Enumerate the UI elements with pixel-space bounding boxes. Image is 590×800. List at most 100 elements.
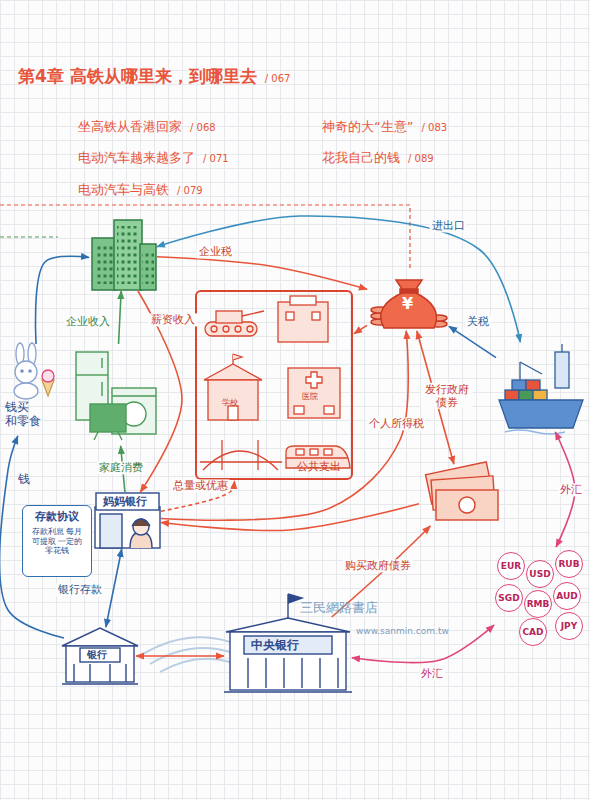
central-bank-building bbox=[247, 658, 248, 688]
node-text: 银行 bbox=[87, 649, 107, 661]
public-facilities bbox=[233, 354, 242, 360]
public-facilities bbox=[324, 406, 334, 414]
bunny-figure bbox=[14, 343, 54, 399]
toc-item: 神奇的大“生意” bbox=[322, 119, 413, 135]
building-label: 学校 bbox=[222, 398, 238, 408]
cargo-ship bbox=[526, 380, 540, 390]
money-bag bbox=[381, 280, 437, 328]
box-heading: 存款协议 bbox=[29, 510, 85, 523]
toc-item: 花我自己的钱 bbox=[322, 150, 400, 166]
currency-bubble: EUR bbox=[497, 552, 525, 580]
mom-bank-building bbox=[133, 519, 149, 535]
flow-arrow bbox=[119, 291, 122, 344]
watermark-arcs bbox=[140, 637, 230, 656]
central-bank-building bbox=[319, 658, 320, 688]
bunny-figure bbox=[14, 383, 38, 399]
node-text: 公共支出 bbox=[297, 460, 341, 473]
public-facilities bbox=[294, 406, 304, 414]
page-number: / 089 bbox=[408, 153, 434, 165]
home-appliances bbox=[76, 374, 108, 375]
central-bank-building bbox=[244, 636, 332, 654]
currency-bubble: RUB bbox=[555, 550, 583, 578]
toc-item: 电动汽车越来越多了 bbox=[78, 150, 195, 166]
enterprise-buildings bbox=[95, 244, 113, 284]
flow-label: 购买政府债券 bbox=[343, 559, 413, 572]
public-facilities bbox=[203, 451, 278, 470]
cargo-ship bbox=[519, 390, 533, 400]
cargo-ship bbox=[555, 352, 569, 388]
bank-building bbox=[89, 664, 90, 682]
public-facilities bbox=[286, 457, 348, 458]
mom-bank-building bbox=[100, 514, 122, 548]
bank-node: 银行 bbox=[65, 628, 135, 684]
flow-arrow bbox=[449, 326, 496, 357]
cargo-ship bbox=[505, 390, 519, 400]
public-facilities bbox=[257, 440, 258, 470]
ship-node bbox=[497, 343, 583, 431]
public-facilities bbox=[235, 326, 241, 332]
node-text: 中央银行 bbox=[251, 638, 299, 652]
page-number: / 071 bbox=[203, 153, 229, 165]
banknote-node bbox=[420, 465, 505, 525]
central-bank-building bbox=[337, 658, 338, 688]
public-facilities bbox=[324, 449, 332, 455]
central-bank-building bbox=[283, 658, 284, 688]
public-facilities bbox=[200, 461, 282, 462]
public-facilities bbox=[306, 372, 322, 388]
bank-building bbox=[62, 683, 138, 684]
flow-arrow bbox=[352, 625, 494, 662]
public-facilities bbox=[247, 326, 253, 332]
government-node: ¥ bbox=[368, 268, 448, 330]
deposit-agreement-box: 存款协议存款利息 每月可提取 一定的零花钱 bbox=[22, 505, 92, 577]
cargo-ship bbox=[499, 400, 583, 428]
central-bank-building bbox=[265, 658, 266, 688]
node-text: ¥ bbox=[402, 294, 413, 313]
central-bank-building bbox=[288, 594, 302, 603]
mom-bank-building bbox=[95, 493, 160, 548]
cargo-ship bbox=[561, 344, 562, 352]
node-text: 钱买 和零食 bbox=[5, 400, 45, 429]
enterprise-node bbox=[90, 218, 156, 290]
cargo-ship bbox=[512, 380, 526, 390]
flow-arrow bbox=[157, 216, 520, 342]
central-bank-node: 中央银行 bbox=[225, 618, 351, 694]
bunny-figure bbox=[15, 361, 37, 383]
public-facilities bbox=[310, 449, 318, 455]
flow-label: 薪资收入 bbox=[149, 313, 197, 326]
cargo-ship bbox=[520, 362, 542, 374]
page-number: / 079 bbox=[177, 185, 203, 197]
public-spending-box: 公共支出 bbox=[195, 290, 353, 480]
public-facilities bbox=[228, 406, 238, 420]
central-bank-building bbox=[301, 658, 302, 688]
flow-arrow bbox=[161, 504, 419, 531]
toc-item: 电动汽车与高铁 bbox=[78, 182, 169, 198]
currency-bubble: USD bbox=[526, 560, 554, 588]
currency-bubble: JPY bbox=[555, 612, 583, 640]
home-appliances bbox=[118, 432, 122, 440]
flow-arrow bbox=[157, 257, 367, 289]
flow-label: 企业税 bbox=[197, 245, 234, 258]
central-bank-building bbox=[224, 691, 352, 692]
home-appliances bbox=[101, 382, 102, 396]
flow-label: 企业收入 bbox=[64, 315, 112, 328]
flow-arrow bbox=[354, 325, 367, 333]
public-facilities bbox=[296, 449, 304, 455]
dashed-guide bbox=[0, 236, 58, 237]
page-number: / 083 bbox=[421, 122, 447, 134]
money-bag bbox=[371, 280, 447, 328]
watermark-arcs bbox=[160, 659, 230, 672]
mom-bank-building bbox=[96, 493, 159, 510]
currency-bubble: CAD bbox=[519, 618, 547, 646]
public-facilities bbox=[242, 311, 264, 316]
public-facilities bbox=[288, 368, 340, 418]
dashed-guide bbox=[0, 205, 410, 268]
central-bank-building bbox=[230, 632, 346, 690]
page-number: / 068 bbox=[190, 122, 216, 134]
enterprise-buildings bbox=[92, 238, 116, 290]
cargo-ship bbox=[533, 390, 547, 400]
node-text: 妈妈银行 bbox=[103, 495, 147, 508]
home-appliances bbox=[101, 358, 102, 368]
home-appliances bbox=[90, 404, 126, 432]
bunny-figure bbox=[42, 370, 54, 382]
